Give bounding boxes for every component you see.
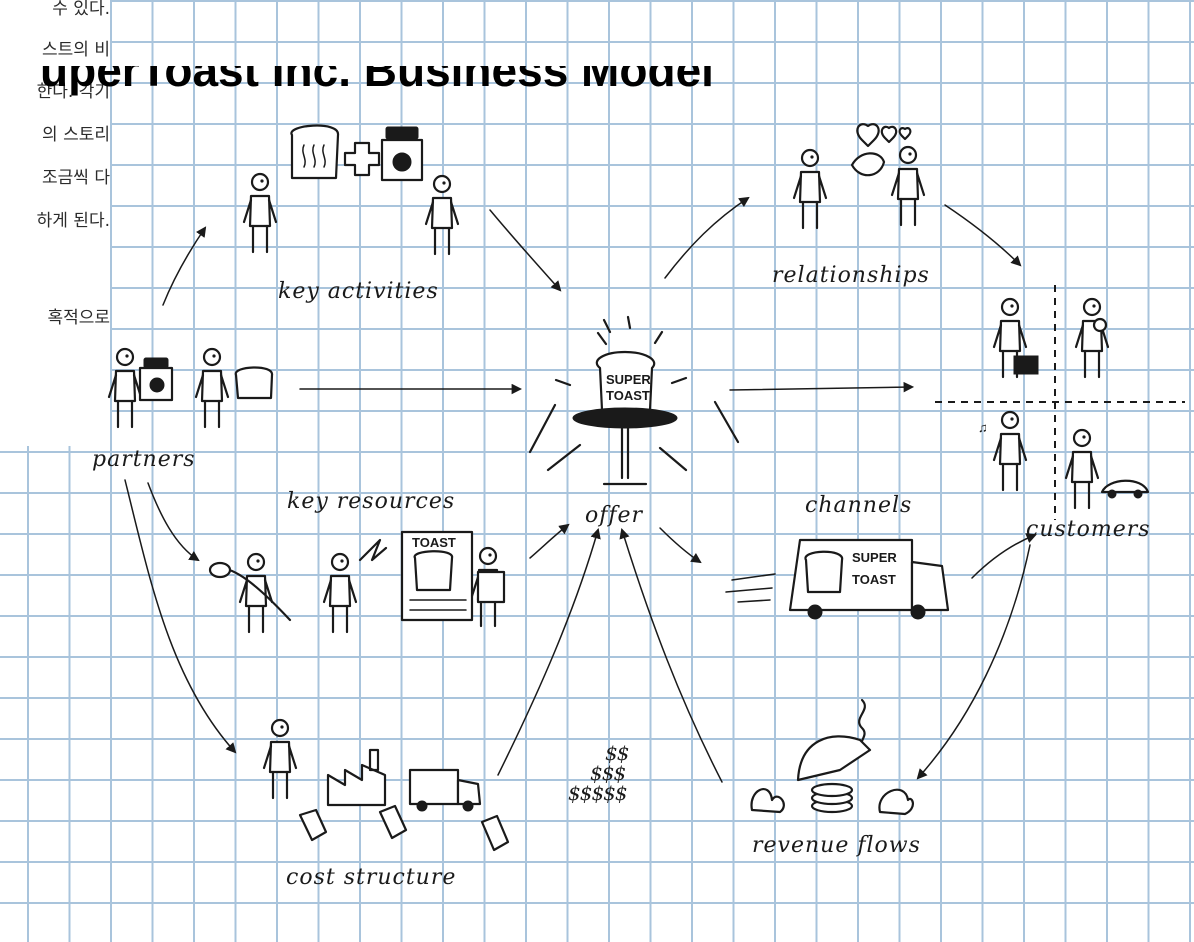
korean-text-panel: 수 있다. 스트의 비 한다. 각기 의 스토리 조금씩 다 하게 된다. 혹적… bbox=[0, 0, 110, 446]
channels-group: channels SUPER TOAST bbox=[725, 493, 950, 620]
briefcase-icon bbox=[1013, 355, 1039, 375]
korean-text-line: 의 스토리 bbox=[42, 125, 110, 145]
pedestal-table-icon bbox=[572, 407, 678, 486]
korean-text-line: 조금씩 다 bbox=[42, 168, 110, 188]
arrow-partners-to-activities bbox=[162, 226, 207, 306]
korean-text-line: 스트의 비 bbox=[42, 40, 110, 60]
recipe-board-icon: TOAST bbox=[400, 530, 474, 622]
arrow-partners-to-costs bbox=[124, 479, 237, 754]
label-channels: channels bbox=[805, 493, 912, 518]
korean-text-line: 혹적으로 bbox=[47, 308, 110, 328]
gift-icon bbox=[850, 152, 886, 177]
offer-group: SUPER TOAST offer bbox=[528, 315, 740, 528]
arrow-costs-to-offer bbox=[497, 527, 601, 776]
partner-person-icon bbox=[107, 347, 143, 429]
toaster-icon bbox=[796, 735, 872, 782]
money-pile-group: $$$$$ $$$ $$ bbox=[568, 741, 630, 805]
factory-icon bbox=[326, 748, 387, 807]
page-title: uperToast Inc. Business Model bbox=[40, 66, 714, 96]
manager-person-icon bbox=[262, 718, 298, 800]
cost-structure-group: cost structure bbox=[262, 718, 510, 890]
worker-person-icon bbox=[242, 172, 278, 254]
customer-person-icon bbox=[792, 148, 828, 230]
arrow-channels-to-customers bbox=[971, 533, 1037, 579]
bread-icon bbox=[234, 366, 274, 400]
price-tag-icon bbox=[298, 804, 510, 852]
small-car-icon bbox=[1100, 479, 1150, 494]
coin-stack-icon bbox=[810, 782, 854, 814]
label-cost-structure: cost structure bbox=[286, 865, 456, 890]
partner-person-icon bbox=[194, 347, 230, 429]
resource-person-icon bbox=[238, 552, 274, 634]
arrow-revenue-to-offer bbox=[619, 527, 723, 783]
flow-arrows bbox=[124, 196, 1037, 783]
dollar-signs-icon: $$$$$ bbox=[568, 781, 627, 805]
label-offer: offer bbox=[585, 503, 644, 528]
student-person-icon bbox=[992, 410, 1028, 492]
engineer-person-icon bbox=[322, 552, 358, 634]
customers-group: ♫ customers bbox=[935, 285, 1185, 542]
hearts-icon bbox=[856, 123, 912, 148]
arrow-offer-to-channels bbox=[659, 527, 702, 564]
plus-icon bbox=[343, 141, 381, 177]
clipboard-icon bbox=[476, 570, 506, 604]
arrow-resources-to-offer bbox=[529, 523, 570, 559]
parent-person-icon bbox=[1074, 297, 1110, 379]
svg-text:TOAST: TOAST bbox=[606, 388, 650, 403]
label-customers: customers bbox=[1026, 517, 1151, 542]
truck-icon bbox=[408, 768, 482, 812]
revenue-flows-group: revenue flows bbox=[750, 698, 921, 858]
key-activities-group: key activities bbox=[242, 124, 460, 304]
jam-jar-icon bbox=[380, 126, 424, 182]
arrow-activities-to-offer bbox=[489, 209, 562, 292]
key-resources-group: key resources TOAST bbox=[208, 489, 506, 634]
spark-icon bbox=[358, 538, 388, 562]
jam-jar-icon bbox=[138, 357, 174, 402]
music-note-icon: ♫ bbox=[978, 420, 988, 435]
svg-text:SUPER: SUPER bbox=[606, 372, 651, 387]
arrow-partners-to-resources bbox=[147, 482, 200, 562]
dollar-signs-icon: $$ bbox=[605, 741, 629, 765]
label-revenue-flows: revenue flows bbox=[752, 833, 921, 858]
super-toast-box-icon: SUPER TOAST bbox=[595, 350, 656, 412]
money-bag-icon bbox=[750, 788, 914, 816]
label-partners: partners bbox=[92, 447, 196, 472]
bread-icon bbox=[290, 124, 340, 180]
arrow-offer-to-customers bbox=[729, 381, 915, 393]
korean-text-line: 하게 된다. bbox=[36, 211, 110, 231]
svg-text:TOAST: TOAST bbox=[412, 535, 456, 550]
svg-text:TOAST: TOAST bbox=[852, 572, 896, 587]
korean-text-line: 한다. 각기 bbox=[36, 82, 110, 102]
elderly-person-icon bbox=[1064, 428, 1100, 510]
label-relationships: relationships bbox=[772, 263, 930, 288]
worker-person-icon bbox=[424, 174, 460, 256]
partners-group: partners bbox=[92, 347, 274, 472]
seller-person-icon bbox=[890, 145, 926, 227]
svg-text:SUPER: SUPER bbox=[852, 550, 897, 565]
dollar-signs-icon: $$$ bbox=[590, 761, 625, 785]
burst-lines-icon bbox=[528, 315, 740, 472]
arrow-relationships-to-customers bbox=[944, 204, 1022, 267]
arrow-customers-to-revenue bbox=[916, 544, 1031, 780]
label-key-resources: key resources bbox=[287, 489, 455, 514]
korean-text-line: 수 있다. bbox=[52, 0, 110, 19]
label-key-activities: key activities bbox=[278, 279, 439, 304]
arrow-offer-to-relationships bbox=[664, 196, 750, 279]
delivery-truck-icon: SUPER TOAST bbox=[725, 538, 950, 620]
relationships-group: relationships bbox=[772, 123, 930, 288]
baby-icon bbox=[1092, 317, 1108, 333]
